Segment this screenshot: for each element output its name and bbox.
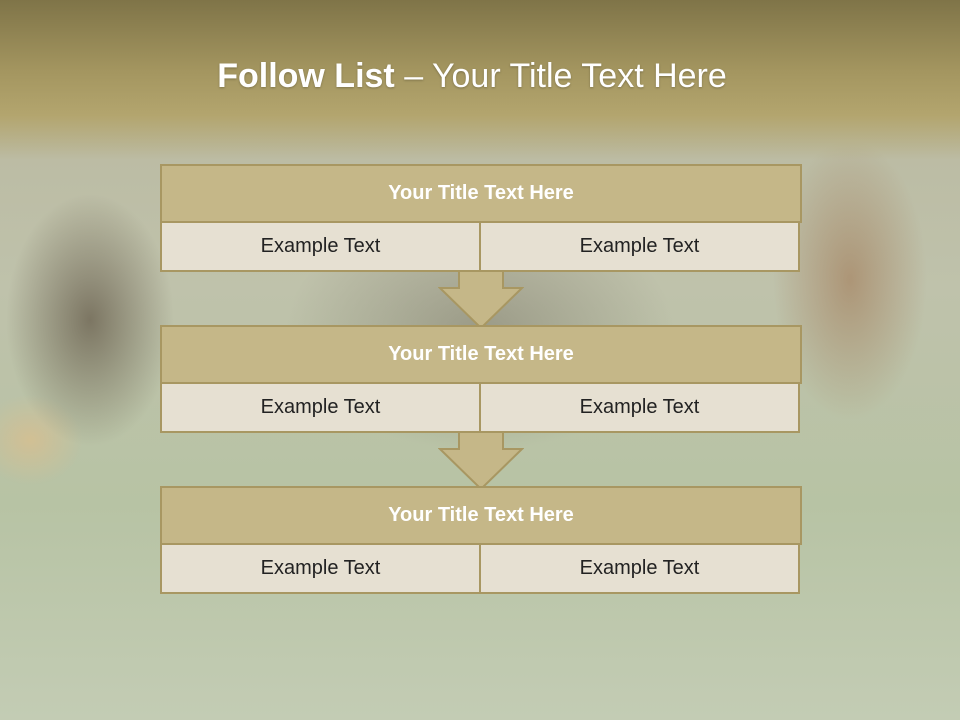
slide-title-bold: Follow List [217,57,395,95]
slide-title-rest: – Your Title Text Here [394,57,727,95]
title-band [0,0,960,160]
block-title: Your Title Text Here [160,325,802,384]
block-left-text: Example Text [160,382,481,433]
block-left-text: Example Text [160,221,481,272]
block-title: Your Title Text Here [160,486,802,545]
down-arrow-icon [438,431,524,491]
block-title: Your Title Text Here [160,164,802,223]
block-right-text: Example Text [479,543,800,594]
block-right-text: Example Text [479,382,800,433]
slide-title: Follow List – Your Title Text Here [0,52,944,100]
block-right-text: Example Text [479,221,800,272]
down-arrow-icon [438,270,524,330]
block-left-text: Example Text [160,543,481,594]
